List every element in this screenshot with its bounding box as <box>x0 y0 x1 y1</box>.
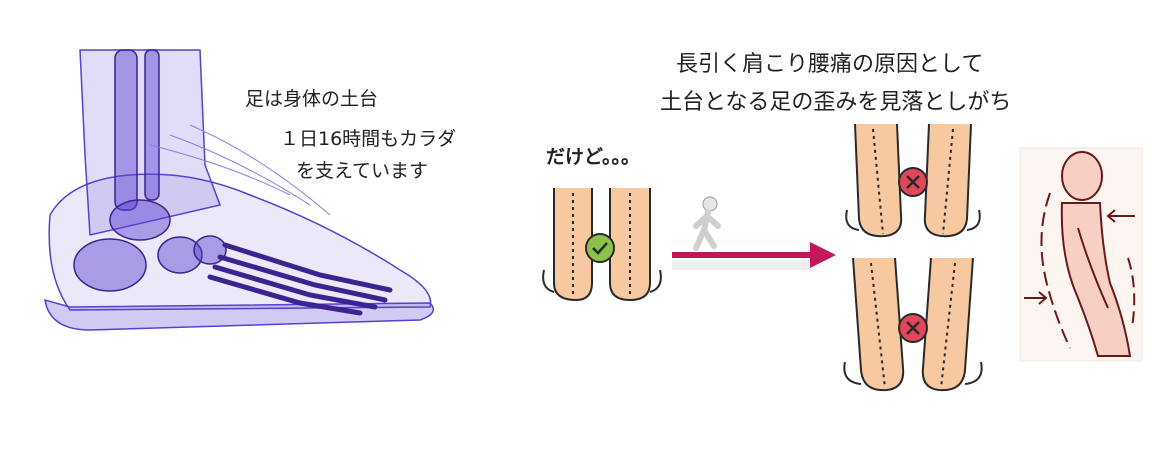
check-icon <box>585 233 615 263</box>
misaligned-heels-cross-icon <box>845 123 981 238</box>
cross-icon <box>898 167 928 197</box>
walking-figure-icon <box>693 196 721 251</box>
caption-foot-base: 足は身体の土台 <box>245 88 379 110</box>
heading-line-1: 長引く肩こり腰痛の原因として <box>676 52 984 77</box>
cross-icon <box>898 313 928 343</box>
right-arrow-icon <box>672 242 836 270</box>
bent-posture-icon <box>1019 147 1143 362</box>
caption-support-body: を支えています <box>296 160 429 182</box>
foot-xray-illustration <box>44 49 435 331</box>
heading-line-2: 土台となる足の歪みを見落としがち <box>660 90 1012 115</box>
aligned-heels-check-icon <box>542 188 662 302</box>
misaligned-heels-cross-icon <box>843 257 983 392</box>
caption-support-hours: １日16時間もカラダ <box>280 128 457 150</box>
caption-but: だけど。。。 <box>546 146 641 168</box>
